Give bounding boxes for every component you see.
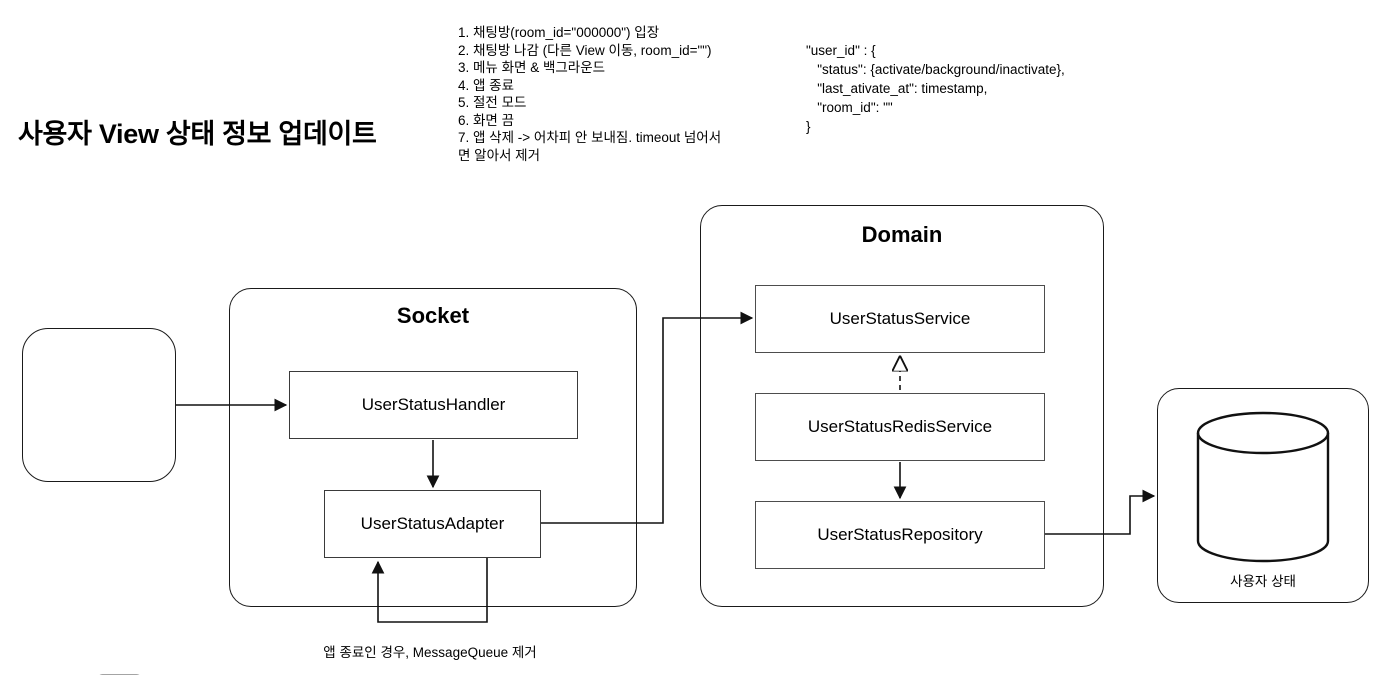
- node-label: UserStatusService: [829, 309, 971, 328]
- message-queue-note: 앱 종료인 경우, MessageQueue 제거: [323, 645, 537, 660]
- client-user-box: 사용자1: [22, 328, 176, 675]
- scenario-note-list: 1. 채팅방(room_id="000000") 입장 2. 채팅방 나감 (다…: [458, 25, 722, 163]
- node-label: UserStatusRepository: [817, 525, 983, 544]
- node-user-status-handler[interactable]: UserStatusHandler: [289, 371, 578, 439]
- domain-group-title: Domain: [861, 222, 943, 247]
- node-user-status-service[interactable]: UserStatusService: [755, 285, 1045, 353]
- socket-group-title: Socket: [396, 303, 470, 328]
- database-label: 사용자 상태: [1230, 574, 1296, 589]
- node-label: UserStatusHandler: [361, 395, 506, 414]
- node-user-status-redis-service[interactable]: UserStatusRedisService: [755, 393, 1045, 461]
- node-label: UserStatusAdapter: [360, 514, 505, 533]
- socket-group-container: [229, 288, 637, 607]
- page-title: 사용자 View 상태 정보 업데이트: [18, 119, 377, 149]
- user-status-json-schema: "user_id" : { "status": {activate/backgr…: [806, 43, 1065, 134]
- node-user-status-repository[interactable]: UserStatusRepository: [755, 501, 1045, 569]
- node-label: UserStatusRedisService: [807, 417, 993, 436]
- node-user-status-adapter[interactable]: UserStatusAdapter: [324, 490, 541, 558]
- database-cylinder-icon: [1196, 411, 1330, 568]
